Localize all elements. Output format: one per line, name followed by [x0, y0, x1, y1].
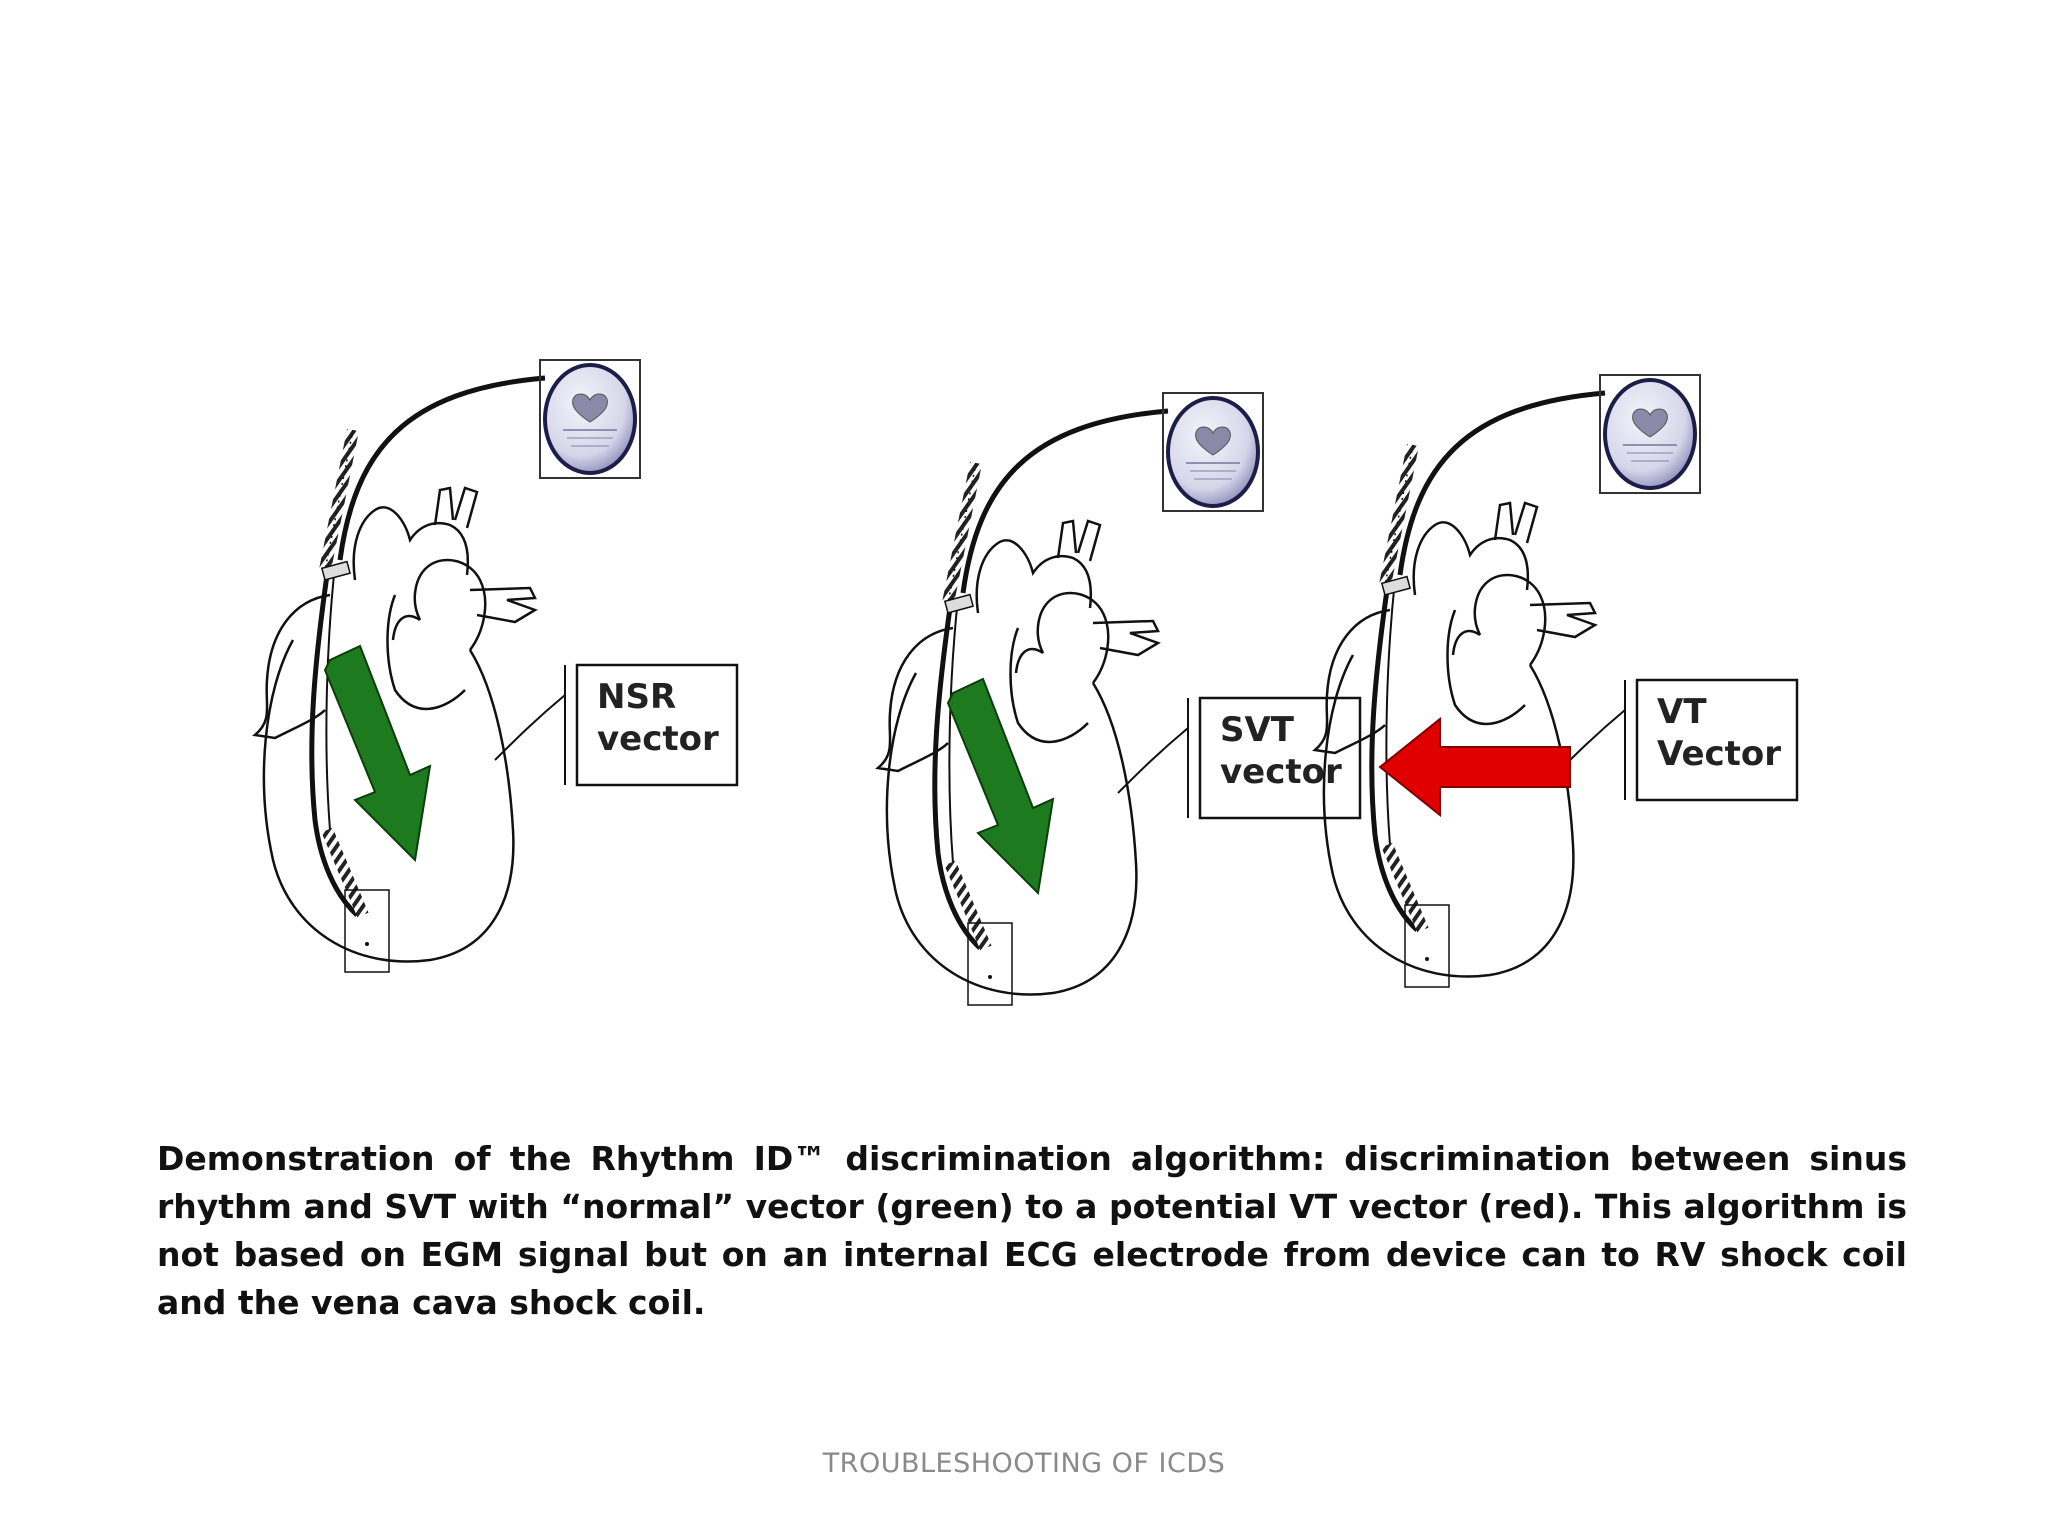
- nsr-label-line1: NSR: [597, 677, 676, 717]
- figure-caption: Demonstration of the Rhythm ID™ discrimi…: [157, 1139, 1907, 1322]
- svg-text:vector: vector: [1220, 752, 1342, 792]
- svg-text:Vector: Vector: [1657, 734, 1781, 774]
- nsr-panel: NSR vector: [255, 360, 737, 972]
- svt-panel: SVT vector: [878, 393, 1360, 1005]
- vt-vector-arrow: [1378, 716, 1571, 818]
- svg-text:SVT: SVT: [1220, 710, 1295, 750]
- vt-label-line2: Vector: [1657, 734, 1781, 774]
- svg-text:VT: VT: [1657, 692, 1707, 732]
- svt-label-line1: SVT: [1220, 710, 1295, 750]
- vt-panel: VT Vector: [1315, 375, 1797, 987]
- svg-text:NSR: NSR: [597, 677, 676, 717]
- vt-label-line1: VT: [1657, 692, 1707, 732]
- slide-footer: TROUBLESHOOTING OF ICDS: [822, 1448, 1226, 1479]
- svg-text:vector: vector: [597, 719, 719, 759]
- svt-vector-arrow: [946, 677, 1055, 896]
- svt-label-line2: vector: [1220, 752, 1342, 792]
- icd-vector-diagram: NSR vector SVT vector VT Vector: [0, 0, 2048, 1100]
- nsr-vector-arrow: [323, 644, 432, 863]
- nsr-label-line2: vector: [597, 719, 719, 759]
